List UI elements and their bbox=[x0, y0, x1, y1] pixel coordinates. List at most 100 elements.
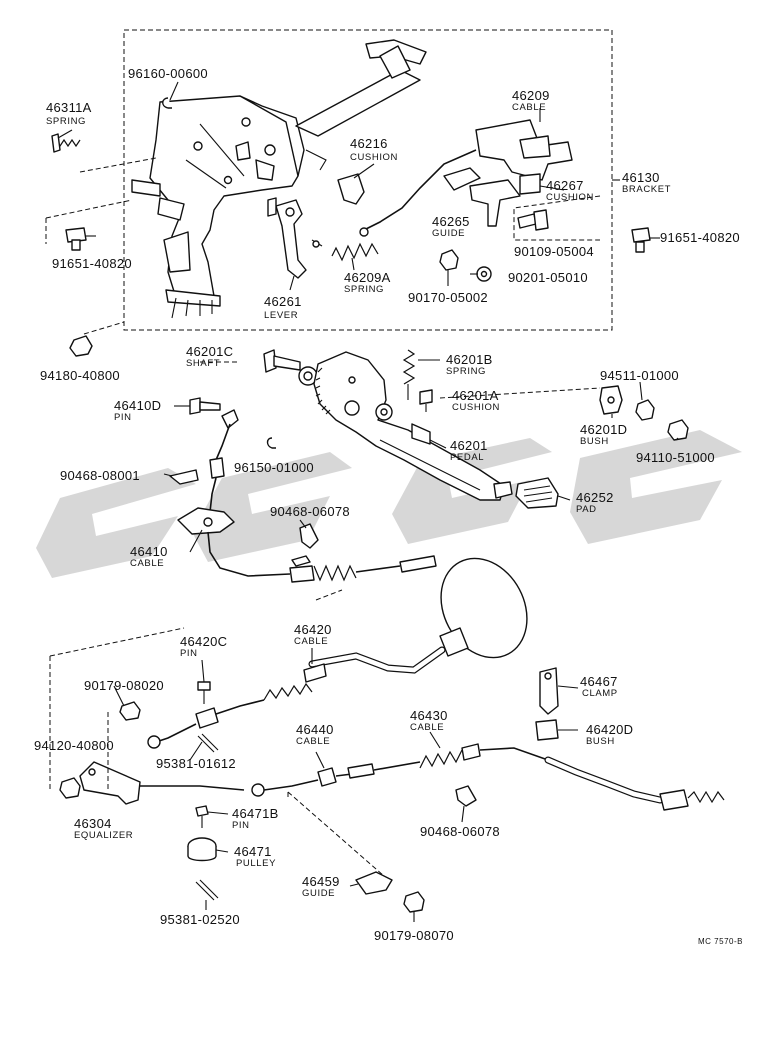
part-number-label: 90179-08020 bbox=[84, 678, 164, 693]
part-number-label: 46265 bbox=[432, 214, 470, 229]
part-number-label: 46267 bbox=[546, 178, 584, 193]
part-name-label: GUIDE bbox=[302, 888, 335, 899]
part-name-label: GUIDE bbox=[432, 228, 465, 239]
bolt-91651-40820-left-icon bbox=[65, 227, 87, 251]
part-number-label: 94110-51000 bbox=[636, 450, 715, 465]
clip-90468-08001-icon bbox=[169, 469, 199, 485]
part-number-label: 46410D bbox=[114, 398, 161, 413]
part-number-label: 46311A bbox=[46, 100, 92, 115]
part-name-label: CABLE bbox=[512, 102, 546, 113]
cushion-46267-icon bbox=[519, 173, 541, 195]
spring-46209A-icon bbox=[331, 242, 379, 262]
part-name-label: PEDAL bbox=[450, 452, 484, 463]
pedal-46201-icon bbox=[313, 351, 513, 501]
part-name-label: CUSHION bbox=[546, 192, 594, 203]
clip-90468-06078-lower-icon bbox=[455, 785, 477, 807]
part-name-label: SPRING bbox=[46, 116, 86, 127]
part-number-label: 46201 bbox=[450, 438, 488, 453]
part-number-label: 90201-05010 bbox=[508, 270, 588, 285]
part-number-label: 46420C bbox=[180, 634, 227, 649]
part-number-label: 94511-01000 bbox=[600, 368, 679, 383]
part-number-label: 46252 bbox=[576, 490, 614, 505]
pin-46471B-icon bbox=[195, 805, 209, 817]
nut-90170-05002-icon bbox=[439, 249, 459, 271]
part-number-label: 96150-01000 bbox=[234, 460, 314, 475]
part-number-label: 46430 bbox=[410, 708, 448, 723]
part-number-label: 46201B bbox=[446, 352, 493, 367]
part-number-label: 94180-40800 bbox=[40, 368, 120, 383]
pulley-46471-icon bbox=[187, 837, 217, 862]
part-number-label: 90109-05004 bbox=[514, 244, 594, 259]
shaft-46201C-icon bbox=[263, 349, 318, 386]
part-number-label: 46209 bbox=[512, 88, 550, 103]
pin-46420C-icon bbox=[197, 681, 211, 704]
part-number-label: 46216 bbox=[350, 136, 388, 151]
part-number-label: 95381-02520 bbox=[160, 912, 240, 927]
bolt-90109-05004-icon bbox=[517, 209, 549, 231]
equalizer-46304-icon bbox=[79, 761, 265, 805]
part-number-label: 91651-40820 bbox=[660, 230, 740, 245]
part-name-label: CUSHION bbox=[452, 402, 500, 413]
part-name-label: BUSH bbox=[580, 436, 609, 447]
part-name-label: PIN bbox=[114, 412, 132, 423]
spring-46311A-icon bbox=[51, 133, 81, 153]
part-name-label: CABLE bbox=[130, 558, 164, 569]
part-number-label: 46130 bbox=[622, 170, 660, 185]
part-number-label: 46261 bbox=[264, 294, 302, 309]
part-name-label: EQUALIZER bbox=[74, 830, 133, 841]
bracket-assembly-46130 bbox=[131, 39, 427, 319]
part-number-label: 96160-00600 bbox=[128, 66, 208, 81]
cable-46209-icon bbox=[359, 119, 573, 237]
nut-94180-40800-icon bbox=[69, 335, 93, 357]
part-name-label: LEVER bbox=[264, 310, 298, 321]
part-name-label: BUSH bbox=[586, 736, 615, 747]
part-name-label: PIN bbox=[180, 648, 198, 659]
part-number-label: 46410 bbox=[130, 544, 168, 559]
leader-lines bbox=[45, 81, 679, 922]
part-number-label: 91651-40820 bbox=[52, 256, 132, 271]
part-number-label: 46201A bbox=[452, 388, 499, 403]
part-number-label: 46304 bbox=[74, 816, 112, 831]
part-name-label: PULLEY bbox=[236, 858, 276, 869]
diagram-code: MC 7570-B bbox=[698, 937, 743, 946]
bolt-91651-40820-right-icon bbox=[631, 227, 651, 253]
part-number-label: 90468-06078 bbox=[270, 504, 350, 519]
clip-96150-01000-icon bbox=[266, 437, 276, 449]
part-number-label: 46467 bbox=[580, 674, 618, 689]
part-number-label: 90468-08001 bbox=[60, 468, 140, 483]
guide-46265-icon bbox=[469, 179, 521, 227]
lever-46261-icon bbox=[275, 199, 307, 279]
part-number-label: 46459 bbox=[302, 874, 340, 889]
part-name-label: CLAMP bbox=[582, 688, 618, 699]
cable-46420-icon bbox=[147, 627, 469, 749]
assembly-group-outline bbox=[123, 29, 613, 331]
clamp-46467-icon bbox=[539, 667, 559, 715]
part-number-label: 95381-01612 bbox=[156, 756, 236, 771]
part-name-label: SPRING bbox=[344, 284, 384, 295]
part-name-label: PAD bbox=[576, 504, 597, 515]
pad-46252-icon bbox=[515, 477, 559, 509]
part-name-label: SHAFT bbox=[186, 358, 220, 369]
part-number-label: 46420 bbox=[294, 622, 332, 637]
nut-94120-40800-icon bbox=[59, 777, 81, 799]
guide-46459-icon bbox=[355, 871, 393, 895]
part-number-label: 46471 bbox=[234, 844, 272, 859]
part-number-label: 90179-08070 bbox=[374, 928, 454, 943]
part-number-label: 90468-06078 bbox=[420, 824, 500, 839]
clip-icon bbox=[162, 97, 172, 109]
cushion-46216-icon bbox=[337, 173, 365, 205]
part-name-label: CUSHION bbox=[350, 152, 398, 163]
nut-90179-08020-icon bbox=[119, 701, 141, 721]
part-name-label: BRACKET bbox=[622, 184, 671, 195]
part-number-label: 46201C bbox=[186, 344, 233, 359]
part-labels: 96160-00600 46311A SPRING 46209 CABLE 46… bbox=[34, 66, 743, 946]
pin-46410D-icon bbox=[189, 397, 221, 415]
cable-46440-icon bbox=[263, 763, 375, 791]
part-name-label: CABLE bbox=[410, 722, 444, 733]
part-name-label: PIN bbox=[232, 820, 250, 831]
cotter-pin-95381-01612-icon bbox=[197, 733, 219, 753]
part-number-label: 90170-05002 bbox=[408, 290, 488, 305]
part-name-label: SPRING bbox=[446, 366, 486, 377]
cable-46410-icon bbox=[177, 409, 437, 583]
